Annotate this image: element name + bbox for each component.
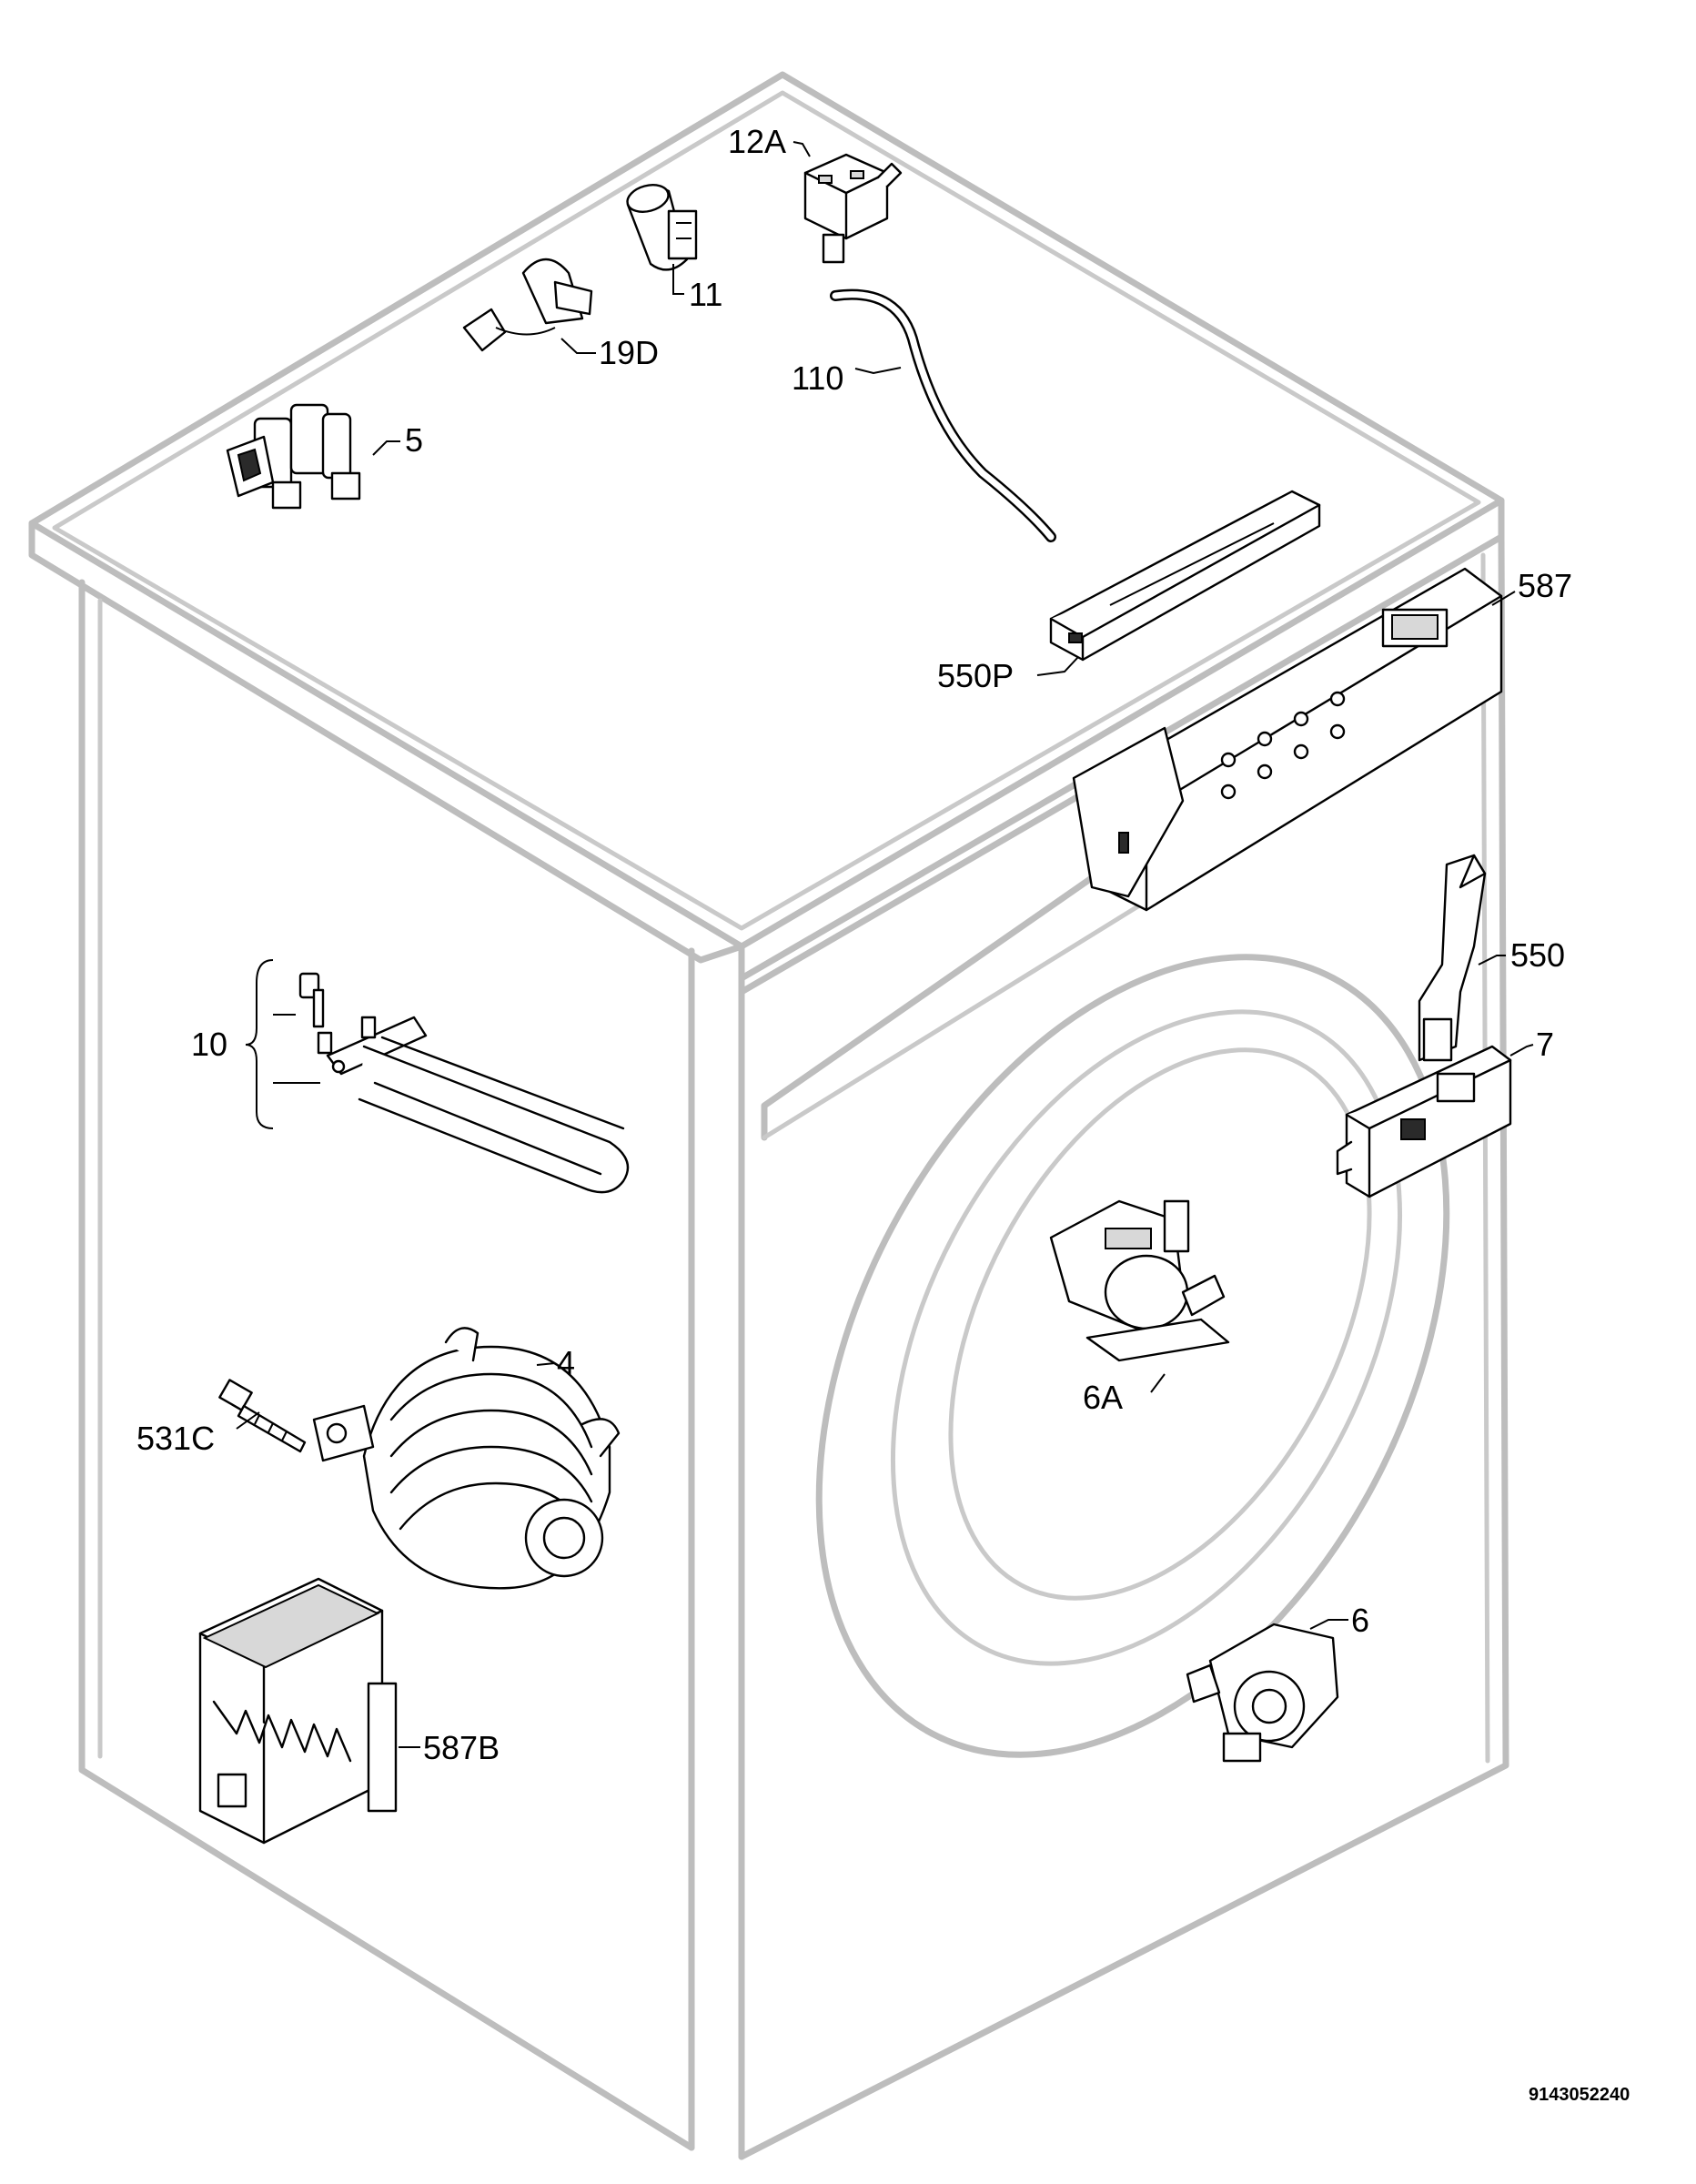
part-dispenser-cover [1049,490,1321,662]
callout-11: 11 [689,276,722,313]
part-motor-control-module [198,1577,398,1845]
callout-587: 587 [1518,567,1572,604]
callout-6A: 6A [1083,1379,1123,1416]
part-control-board [1072,567,1503,912]
callout-7: 7 [1536,1026,1554,1063]
part-circulation-pump [1049,1199,1230,1362]
diagram-code: 9143052240 [1529,2085,1630,2105]
leader-lines [236,141,1534,1748]
callout-550P: 550P [937,657,1014,694]
part-drain-pump [1186,1623,1339,1763]
callout-587B: 587B [423,1729,500,1766]
part-door-lock [1336,1045,1512,1198]
callout-531C: 531C [136,1420,215,1457]
callout-550: 550 [1510,936,1565,974]
callout-5: 5 [405,421,423,459]
callout-6: 6 [1351,1602,1369,1639]
part-inlet-valve [226,403,361,510]
part-hose [830,288,1056,542]
part-door-handle [1418,854,1487,1062]
part-motor [312,1327,621,1590]
part-bolt [218,1379,307,1453]
part-capacitor [626,184,698,271]
part-selector-switch [803,153,903,264]
part-sensor-holder [462,258,593,352]
callout-10: 10 [191,1026,227,1063]
callout-19D: 19D [599,334,659,371]
callout-12A: 12A [728,123,786,160]
callout-110: 110 [792,359,843,397]
callout-4: 4 [557,1344,575,1381]
part-heating-element [298,972,630,1194]
